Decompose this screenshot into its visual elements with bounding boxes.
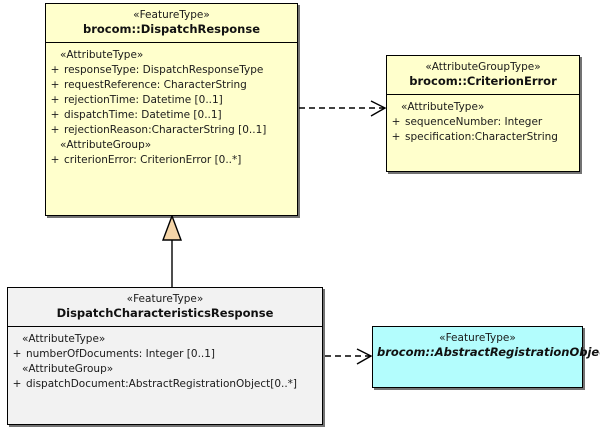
attribute-row[interactable]: + sequenceNumber: Integer bbox=[387, 115, 579, 130]
class-header-dispatch-response: «FeatureType» brocom::DispatchResponse bbox=[46, 4, 297, 43]
attribute-visibility: + bbox=[391, 131, 401, 143]
attribute-text: dispatchDocument:AbstractRegistrationObj… bbox=[26, 378, 298, 390]
class-header-abstract-registration-object: «FeatureType» brocom::AbstractRegistrati… bbox=[373, 327, 600, 365]
class-stereotype: «FeatureType» bbox=[126, 293, 204, 305]
attribute-group-label: «AttributeGroup» bbox=[60, 139, 152, 151]
attribute-row[interactable]: + rejectionReason:CharacterString [0..1] bbox=[46, 123, 297, 138]
attribute-visibility: + bbox=[50, 154, 60, 166]
attribute-row[interactable]: + criterionError: CriterionError [0..*] bbox=[46, 153, 297, 168]
class-box-dispatch-characteristics-response[interactable]: «FeatureType» DispatchCharacteristicsRes… bbox=[7, 287, 323, 425]
class-stereotype: «FeatureType» bbox=[133, 9, 210, 21]
attribute-row[interactable]: + requestReference: CharacterString bbox=[46, 78, 297, 93]
class-name: brocom::CriterionError bbox=[409, 74, 557, 88]
attribute-visibility: + bbox=[50, 79, 60, 91]
class-body-dispatch-response: «AttributeType» + responseType: Dispatch… bbox=[46, 43, 297, 173]
attribute-row[interactable]: + rejectionTime: Datetime [0..1] bbox=[46, 93, 297, 108]
attribute-row[interactable]: + numberOfDocuments: Integer [0..1] bbox=[8, 347, 322, 362]
attribute-visibility: + bbox=[50, 124, 60, 136]
class-body-criterion-error: «AttributeType» + sequenceNumber: Intege… bbox=[387, 95, 579, 150]
attribute-row[interactable]: + specification:CharacterString bbox=[387, 130, 579, 145]
attribute-text: specification:CharacterString bbox=[405, 131, 558, 143]
class-box-criterion-error[interactable]: «AttributeGroupType» brocom::CriterionEr… bbox=[386, 55, 580, 172]
class-name: brocom::DispatchResponse bbox=[83, 22, 260, 36]
attribute-visibility: + bbox=[12, 348, 22, 360]
attribute-group-label: «AttributeType» bbox=[401, 101, 485, 113]
class-stereotype: «AttributeGroupType» bbox=[425, 61, 541, 73]
attribute-row[interactable]: + dispatchDocument:AbstractRegistrationO… bbox=[8, 377, 322, 392]
attribute-text: numberOfDocuments: Integer [0..1] bbox=[26, 348, 216, 360]
attribute-text: responseType: DispatchResponseType bbox=[64, 64, 264, 76]
attribute-row[interactable]: + dispatchTime: Datetime [0..1] bbox=[46, 108, 297, 123]
attribute-text: rejectionTime: Datetime [0..1] bbox=[64, 94, 223, 106]
attribute-group-label: «AttributeType» bbox=[22, 333, 106, 345]
class-header-dispatch-characteristics-response: «FeatureType» DispatchCharacteristicsRes… bbox=[8, 288, 322, 327]
class-name: brocom::AbstractRegistrationObject bbox=[377, 345, 600, 359]
attribute-visibility: + bbox=[50, 109, 60, 121]
class-body-dispatch-characteristics-response: «AttributeType» + numberOfDocuments: Int… bbox=[8, 327, 322, 397]
attribute-group-label: «AttributeType» bbox=[60, 49, 144, 61]
attribute-group-label: «AttributeGroup» bbox=[22, 363, 114, 375]
attribute-visibility: + bbox=[50, 94, 60, 106]
class-box-abstract-registration-object[interactable]: «FeatureType» brocom::AbstractRegistrati… bbox=[372, 326, 600, 388]
attribute-text: sequenceNumber: Integer bbox=[405, 116, 543, 128]
attribute-text: requestReference: CharacterString bbox=[64, 79, 247, 91]
class-name: DispatchCharacteristicsResponse bbox=[56, 306, 274, 320]
attribute-visibility: + bbox=[12, 378, 22, 390]
class-header-criterion-error: «AttributeGroupType» brocom::CriterionEr… bbox=[387, 56, 579, 95]
attribute-visibility: + bbox=[50, 64, 60, 76]
attribute-visibility: + bbox=[391, 116, 401, 128]
class-box-dispatch-response[interactable]: «FeatureType» brocom::DispatchResponse «… bbox=[45, 3, 298, 216]
attribute-row[interactable]: + responseType: DispatchResponseType bbox=[46, 63, 297, 78]
attribute-text: criterionError: CriterionError [0..*] bbox=[64, 154, 242, 166]
attribute-text: dispatchTime: Datetime [0..1] bbox=[64, 109, 222, 121]
attribute-text: rejectionReason:CharacterString [0..1] bbox=[64, 124, 267, 136]
class-stereotype: «FeatureType» bbox=[439, 332, 516, 344]
